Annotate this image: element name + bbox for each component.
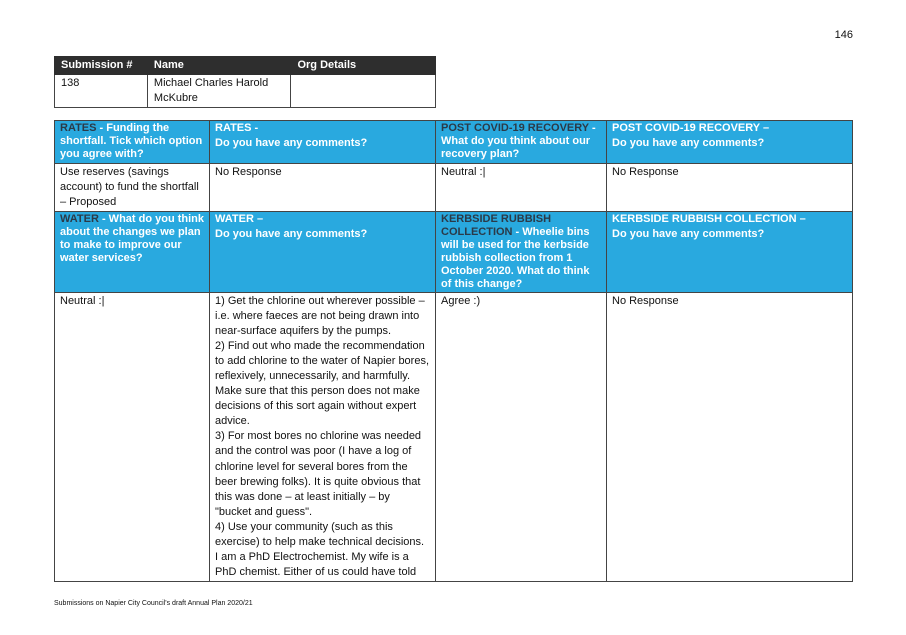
covid-comments-answer: No Response xyxy=(606,163,853,212)
page-number: 146 xyxy=(834,29,853,41)
rates-funding-header: RATES - Funding the shortfall. Tick whic… xyxy=(54,120,210,164)
covid-think-header-accent: POST COVID-19 RECOVERY xyxy=(441,122,589,134)
water-comment-line: reflexively, unnecessarily, and harmfull… xyxy=(215,370,411,383)
submission-row: 138 Michael Charles Harold McKubre xyxy=(54,74,436,108)
submission-number-header: Submission # xyxy=(54,56,148,75)
org-details-header: Org Details xyxy=(290,56,436,75)
water-comment-line: chlorine level for several bores from th… xyxy=(215,460,408,473)
water-comment-line: this was done – at least initially – by xyxy=(215,490,390,503)
water-comment-line: exercise) to help make technical decisio… xyxy=(215,535,425,548)
name-header: Name xyxy=(146,56,292,75)
water-comment-line: 4) Use your community (such as this xyxy=(215,520,393,533)
covid-comments-header: POST COVID-19 RECOVERY – Do you have any … xyxy=(606,120,853,164)
submission-header-row: Submission # Name Org Details xyxy=(54,56,436,75)
submitter-name: Michael Charles Harold McKubre xyxy=(146,74,292,108)
rates-funding-header-text: - Funding the shortfall. Tick which opti… xyxy=(60,122,203,160)
submitter-name-line1: Michael Charles Harold xyxy=(153,77,269,89)
rates-comments-header-title: RATES - xyxy=(215,122,259,134)
water-comments-answer: 1) Get the chlorine out wherever possibl… xyxy=(209,292,436,582)
kerbside-comments-answer: No Response xyxy=(606,292,853,582)
water-think-answer: Neutral :| xyxy=(54,292,210,582)
responses-table: RATES - Funding the shortfall. Tick whic… xyxy=(54,120,853,582)
water-comment-line: and the control was poor (I have a log o… xyxy=(215,445,412,458)
water-comment-line: 3) For most bores no chlorine was needed xyxy=(215,430,422,443)
rates-funding-answer: Use reserves (savings account) to fund t… xyxy=(54,163,210,212)
water-comment-line: Make sure that this person does not make xyxy=(215,385,420,398)
rates-comments-header-question: Do you have any comments? xyxy=(215,137,368,149)
water-comments-header: WATER – Do you have any comments? xyxy=(209,211,436,293)
rates-covid-header-row: RATES - Funding the shortfall. Tick whic… xyxy=(54,120,853,164)
kerbside-think-header: KERBSIDE RUBBISH COLLECTION - Wheelie bi… xyxy=(435,211,607,293)
water-comment-line: I am a PhD Electrochemist. My wife is a xyxy=(215,550,409,563)
water-think-header-accent: WATER xyxy=(60,213,99,225)
water-comment-line: 2) Find out who made the recommendation xyxy=(215,340,425,353)
kerbside-think-header-accent: KERBSIDE RUBBISH COLLECTION xyxy=(441,213,552,238)
submission-table: Submission # Name Org Details 138 Michae… xyxy=(54,56,436,108)
covid-think-header: POST COVID-19 RECOVERY - What do you thi… xyxy=(435,120,607,164)
rates-comments-header: RATES - Do you have any comments? xyxy=(209,120,436,164)
rates-comments-answer: No Response xyxy=(209,163,436,212)
kerbside-think-answer: Agree :) xyxy=(435,292,607,582)
kerbside-comments-header: KERBSIDE RUBBISH COLLECTION – Do you have… xyxy=(606,211,853,293)
water-comment-line: 1) Get the chlorine out wherever possibl… xyxy=(215,295,425,307)
submitter-name-line2: McKubre xyxy=(153,92,198,104)
covid-think-header-text: - What do you think about our recovery p… xyxy=(441,122,596,160)
water-think-header: WATER - What do you think about the chan… xyxy=(54,211,210,293)
page-footer: Submissions on Napier City Council's dra… xyxy=(54,600,253,607)
water-kerbside-header-row: WATER - What do you think about the chan… xyxy=(54,211,853,293)
water-kerbside-answer-row: Neutral :| 1) Get the chlorine out where… xyxy=(54,292,853,582)
water-comment-line: PhD chemist. Either of us could have tol… xyxy=(215,565,417,578)
water-think-header-text: - What do you think about the changes we… xyxy=(60,213,205,264)
kerbside-think-header-text: - Wheelie bins will be used for the kerb… xyxy=(441,226,590,290)
water-comments-header-title: WATER – xyxy=(215,213,264,225)
covid-think-answer: Neutral :| xyxy=(435,163,607,212)
water-comment-line: near-surface aquifers by the pumps. xyxy=(215,325,392,338)
rates-funding-header-accent: RATES xyxy=(60,122,97,134)
water-comment-line: i.e. where faeces are not being drawn in… xyxy=(215,310,420,323)
covid-comments-header-title: POST COVID-19 RECOVERY – xyxy=(612,122,770,134)
water-comment-line: decisions of this sort again without exp… xyxy=(215,400,417,413)
water-comment-line: "bucket and guess". xyxy=(215,505,313,518)
water-comment-line: to add chlorine to the water of Napier b… xyxy=(215,355,430,368)
rates-covid-answer-row: Use reserves (savings account) to fund t… xyxy=(54,163,853,212)
water-comment-line: beer brewing folks). It is quite obvious… xyxy=(215,475,421,488)
kerbside-comments-header-question: Do you have any comments? xyxy=(612,228,765,240)
org-details xyxy=(290,74,436,108)
water-comment-line: advice. xyxy=(215,415,250,428)
water-comments-header-question: Do you have any comments? xyxy=(215,228,368,240)
covid-comments-header-question: Do you have any comments? xyxy=(612,137,765,149)
kerbside-comments-header-title: KERBSIDE RUBBISH COLLECTION – xyxy=(612,213,806,225)
submission-number: 138 xyxy=(54,74,148,108)
